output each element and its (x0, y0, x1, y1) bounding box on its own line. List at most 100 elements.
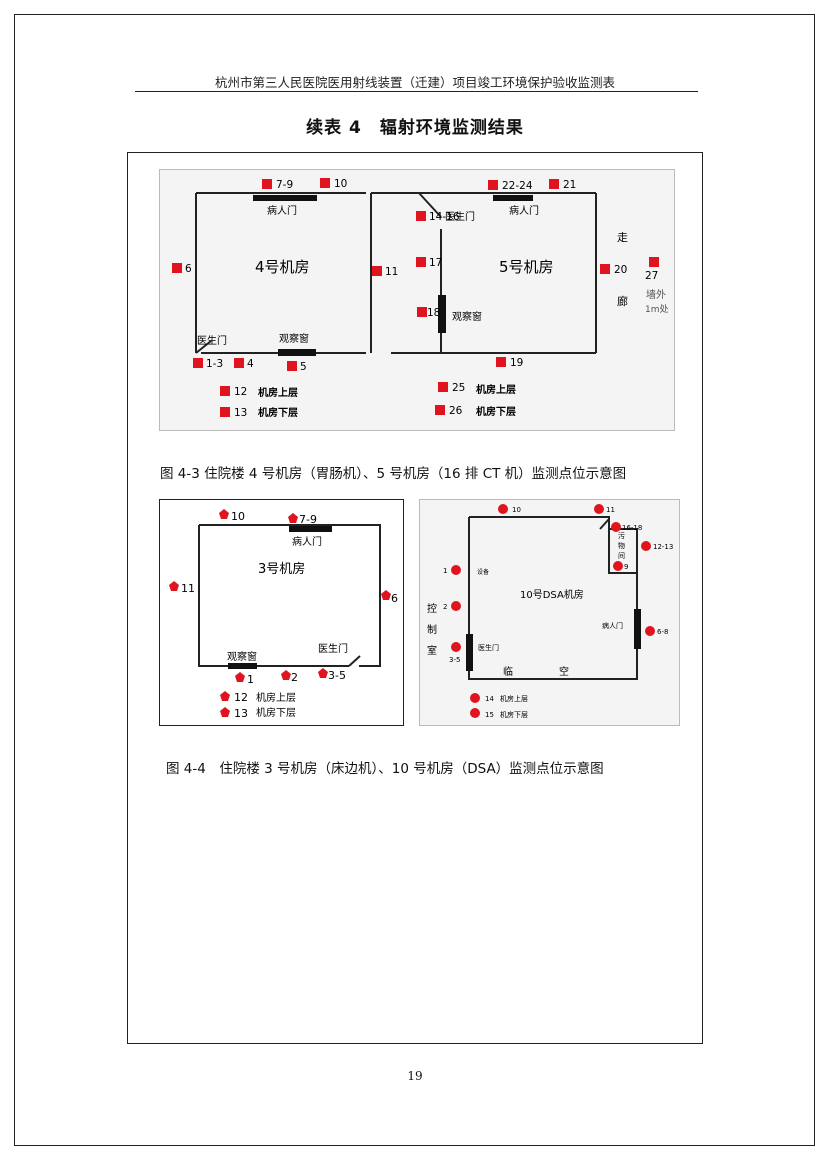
marker-11 (372, 266, 382, 276)
marker-5 (287, 361, 297, 371)
sewage-room-label-b: 物 (618, 541, 625, 550)
marker-14 (470, 693, 480, 703)
point-label-13: 13 (234, 407, 247, 419)
point-label-12: 12 (234, 386, 247, 398)
marker-21 (549, 179, 559, 189)
page-frame (14, 14, 815, 1146)
point-label-15: 15 (485, 711, 494, 719)
figure-4-3-caption: 图 4-3 住院楼 4 号机房（胃肠机）、5 号机房（16 排 CT 机）监测点… (160, 466, 627, 482)
marker-2 (451, 601, 461, 611)
room4-observation-window (278, 349, 316, 356)
room3-patient-door (289, 526, 332, 532)
point-label-7-9: 7-9 (276, 179, 293, 191)
room5-patient-door (493, 195, 533, 201)
marker-13 (220, 707, 230, 717)
marker-1-3 (193, 358, 203, 368)
point-label-17: 17 (429, 257, 442, 269)
point-label-14: 14 (485, 695, 494, 703)
room3-label: 3号机房 (258, 561, 305, 577)
room3-observation-window-label: 观察窗 (227, 650, 257, 663)
marker-3-5 (318, 668, 328, 678)
point-label-12: 12 (234, 691, 248, 704)
point-label-11: 11 (181, 582, 195, 595)
page-header: 杭州市第三人民医院医用射线装置（迁建）项目竣工环境保护验收监测表 (214, 75, 615, 90)
marker-10 (498, 504, 508, 514)
point-label-21: 21 (563, 179, 576, 191)
point-label-6: 6 (185, 263, 192, 275)
sewage-room-label-c: 间 (618, 552, 625, 560)
point-label-18: 18 (427, 307, 440, 319)
room4-label: 4号机房 (255, 258, 310, 276)
point-label-11: 11 (606, 506, 615, 514)
room10-doctor-door-label: 医生门 (478, 643, 499, 652)
point-label-19: 19 (510, 357, 523, 369)
room5-door-swing (418, 192, 442, 218)
figure-4-4-room10-diagram: 10号DSA机房 病人门 医生门 设备 污 物 间 控 制 室 临 空 机房上层… (419, 499, 680, 726)
room5-observation-window (438, 295, 446, 333)
point-label-26: 26 (449, 405, 463, 417)
marker-1 (451, 565, 461, 575)
room10-lower-floor-label: 机房下层 (500, 710, 528, 719)
point-label-16-18: 16-18 (622, 524, 642, 532)
room5-walls (440, 192, 597, 354)
room4-lower-floor-label: 机房下层 (258, 406, 298, 419)
point-label-9: 9 (624, 563, 628, 571)
point-label-25: 25 (452, 382, 465, 394)
room10-patient-door-label: 病人门 (602, 621, 623, 630)
outside-wall-label-a: 墙外 (646, 288, 666, 301)
marker-9 (613, 561, 623, 571)
room5-label: 5号机房 (499, 258, 554, 276)
marker-25 (438, 382, 448, 392)
marker-2 (281, 670, 291, 680)
outside-wall-label-b: 1m处 (645, 303, 669, 315)
room10-doctor-door (466, 634, 473, 671)
marker-6 (381, 590, 391, 600)
room5-doctor-door-label: 医生门 (445, 210, 475, 223)
point-label-10: 10 (512, 506, 521, 514)
room5-observation-window-label: 观察窗 (452, 310, 482, 323)
control-room-label-b: 制 (427, 623, 437, 636)
sewage-room-label-a: 污 (618, 532, 625, 540)
room3-doctor-door-swing (348, 655, 361, 667)
marker-15 (470, 708, 480, 718)
marker-7-9 (288, 513, 298, 523)
room10-walls (468, 516, 638, 680)
point-label-10: 10 (334, 178, 347, 190)
marker-12 (220, 691, 230, 701)
page-number: 19 (407, 1069, 423, 1083)
marker-12-13 (641, 541, 651, 551)
point-label-13: 13 (234, 707, 248, 720)
room4-observation-window-label: 观察窗 (279, 332, 309, 345)
marker-3-5 (451, 642, 461, 652)
point-label-12-13: 12-13 (653, 543, 673, 551)
control-room-label-a: 控 (427, 602, 437, 615)
room10-patient-door (634, 609, 641, 649)
equipment-room-label: 设备 (477, 568, 489, 576)
point-label-14-16: 14-16 (429, 211, 460, 223)
table-title: 续表 4 辐射环境监测结果 (306, 118, 524, 138)
room5-upper-floor-label: 机房上层 (476, 383, 516, 396)
room5-patient-door-label: 病人门 (509, 204, 539, 217)
point-label-27: 27 (645, 270, 658, 282)
marker-6-8 (645, 626, 655, 636)
room10-door-swing (599, 518, 610, 530)
marker-7-9 (262, 179, 272, 189)
corridor-label-a: 走 (617, 231, 628, 244)
point-label-3-5: 3-5 (328, 669, 346, 682)
marker-17 (416, 257, 426, 267)
room3-walls (198, 524, 381, 667)
room3-lower-floor-label: 机房下层 (256, 706, 296, 719)
marker-16-18 (611, 522, 621, 532)
point-label-1-3: 1-3 (206, 358, 223, 370)
room3-upper-floor-label: 机房上层 (256, 691, 296, 704)
marker-1 (235, 672, 245, 682)
control-room-label-c: 室 (427, 644, 437, 657)
marker-18 (417, 307, 427, 317)
corridor-label-b: 廊 (617, 294, 628, 308)
room3-patient-door-label: 病人门 (292, 535, 322, 548)
marker-27 (649, 257, 659, 267)
point-label-4: 4 (247, 358, 254, 370)
point-label-11: 11 (385, 266, 398, 278)
point-label-1: 1 (247, 673, 254, 686)
point-label-6-8: 6-8 (657, 628, 668, 636)
